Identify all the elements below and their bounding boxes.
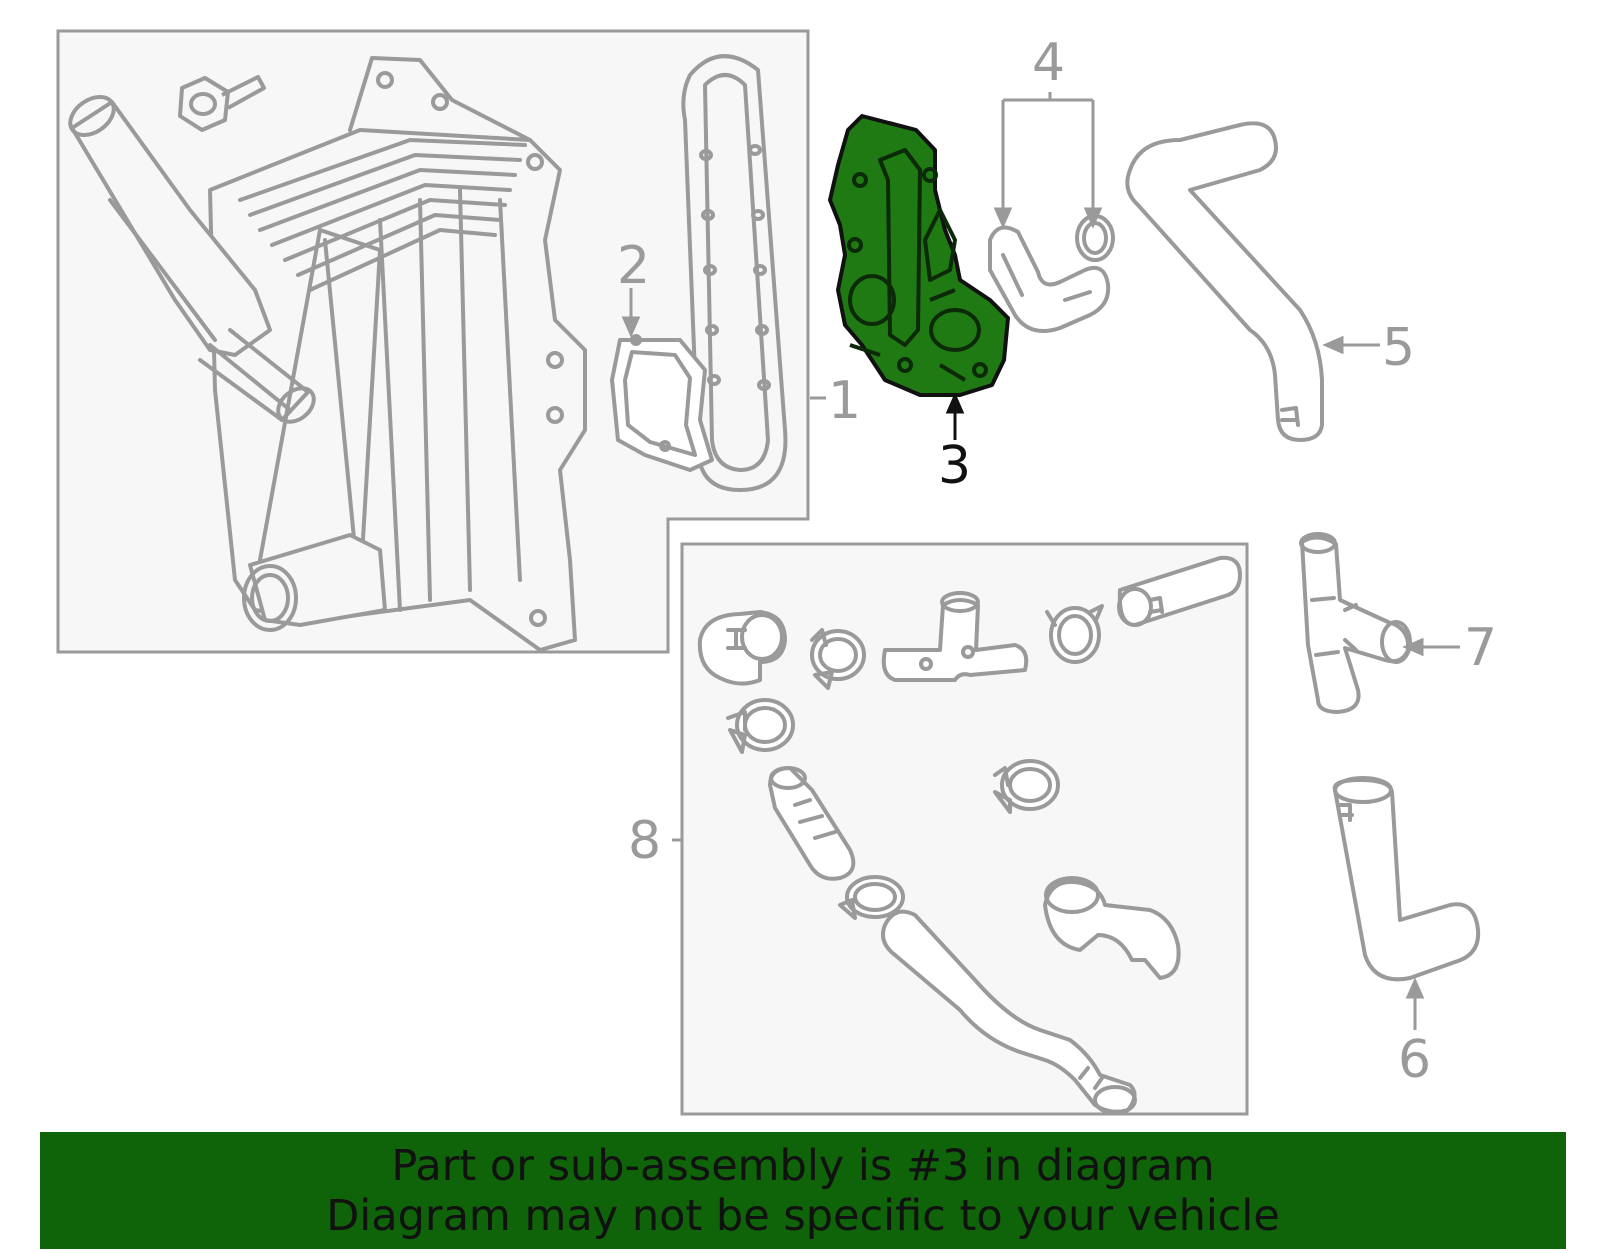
callout-7[interactable]: 7: [1464, 618, 1497, 678]
leader-line-3: [945, 392, 965, 440]
clamp: [993, 759, 1060, 814]
clamp: [810, 628, 866, 690]
part-8-hose-kit: [697, 555, 1242, 1115]
callout-4[interactable]: 4: [1032, 33, 1065, 93]
banner-line-1: Part or sub-assembly is #3 in diagram: [391, 1140, 1215, 1191]
callout-3[interactable]: 3: [938, 436, 971, 496]
part-6-elbow-hose: [1332, 776, 1481, 982]
callout-1[interactable]: 1: [828, 371, 861, 431]
clamp: [1045, 604, 1104, 664]
bolt: [178, 75, 266, 132]
callout-5[interactable]: 5: [1382, 318, 1415, 378]
part-5-hose: [1125, 121, 1324, 442]
part-2-gasket: [610, 334, 714, 472]
part-4-hose-and-seal: [988, 214, 1115, 333]
part-3-housing-highlighted: [828, 114, 1010, 397]
banner-line-2: Diagram may not be specific to your vehi…: [326, 1190, 1280, 1241]
info-banner: Part or sub-assembly is #3 in diagram Di…: [40, 1132, 1566, 1249]
callout-6[interactable]: 6: [1398, 1030, 1431, 1090]
part-7-tee: [1299, 532, 1412, 714]
leader-lines: [621, 92, 1460, 1030]
clamp: [726, 698, 795, 754]
part-1-oil-cooler: [68, 56, 587, 652]
part-cooler-gasket: [681, 54, 788, 492]
callout-2[interactable]: 2: [617, 236, 650, 296]
clamp: [838, 875, 905, 920]
callout-8[interactable]: 8: [628, 811, 661, 871]
